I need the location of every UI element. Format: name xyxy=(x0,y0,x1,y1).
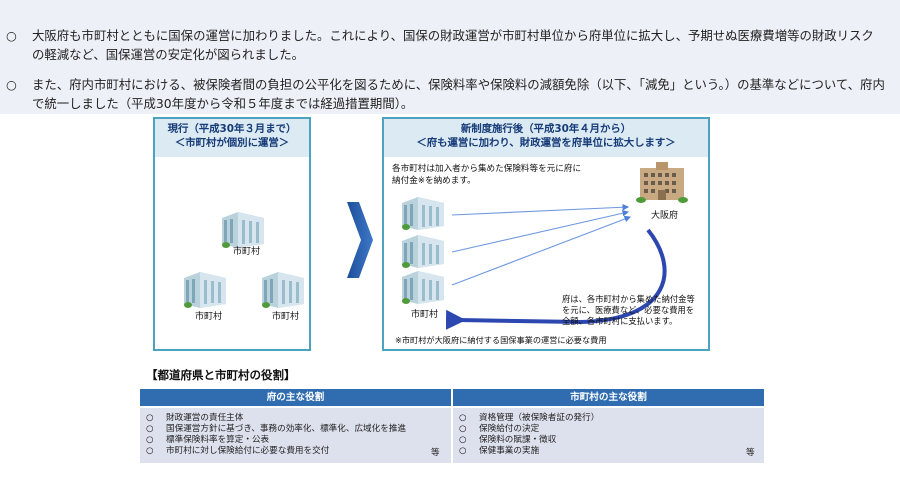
municipality-role-header: 市町村の主な役割 xyxy=(453,389,764,406)
disbursement-note-line-2: を元に、医療費など、必要な費用を xyxy=(562,305,695,315)
payment-arrow xyxy=(451,210,630,253)
bullet-marker: ○ xyxy=(146,424,154,434)
bullet-marker: ○ xyxy=(459,424,467,434)
payment-note: 各市町村は加入者から集めた保険料等を元に府に 納付金※を納めます。 xyxy=(392,163,581,187)
etc-label: 等 xyxy=(431,448,440,458)
intro-bullet-1: ○ 大阪府も市町村とともに国保の運営に加わりました。これにより、国保の財政運営が… xyxy=(6,26,886,64)
list-item: ○ 財政運営の責任主体 xyxy=(146,413,243,424)
disbursement-note: 府は、各市町村から集めた納付金等 を元に、医療費など、必要な費用を 全額、各市町… xyxy=(562,294,695,327)
list-item: ○ 市町村に対し保険給付に必要な費用を交付 xyxy=(146,446,329,457)
payment-arrow xyxy=(451,215,632,286)
list-item: ○ 保険給付の決定 xyxy=(459,424,539,435)
new-system-subtitle: ＜府も運営に加わり、財政運営を府単位に拡大します＞ xyxy=(416,137,676,149)
new-system-header: 新制度施行後（平成30年４月から） ＜府も運営に加わり、財政運営を府単位に拡大し… xyxy=(384,119,708,157)
etc-label: 等 xyxy=(746,448,755,458)
list-item-text: 国保運営方針に基づき、事務の効率化、標準化、広域化を推進 xyxy=(166,424,407,434)
intro-bullet-text-2: また、府内市町村における、被保険者間の負担の公平化を図るために、保険料率や保険料… xyxy=(32,77,885,111)
bullet-marker: ○ xyxy=(146,435,154,445)
municipality-label: 市町村 xyxy=(233,247,261,257)
bullet-marker: ○ xyxy=(6,77,17,92)
payment-note-line-1: 各市町村は加入者から集めた保険料等を元に府に xyxy=(392,164,582,174)
list-item-text: 市町村に対し保険給付に必要な費用を交付 xyxy=(166,446,330,456)
list-item-text: 保険給付の決定 xyxy=(479,424,540,434)
list-item-text: 保険料の賦課・徴収 xyxy=(479,435,557,445)
list-item-text: 財政運営の責任主体 xyxy=(166,413,244,423)
current-system-panel: 現行（平成30年３月まで） ＜市町村が個別に運営＞ xyxy=(153,117,311,351)
disbursement-arrow xyxy=(445,228,667,330)
intro-bullet-2: ○ また、府内市町村における、被保険者間の負担の公平化を図るために、保険料率や保… xyxy=(6,75,886,113)
list-item-text: 標準保険料率を算定・公表 xyxy=(166,435,270,445)
municipality-building-icon xyxy=(184,272,226,308)
bullet-marker: ○ xyxy=(146,413,154,423)
municipality-building-icon xyxy=(262,272,304,308)
bullet-marker: ○ xyxy=(459,413,467,423)
municipality-building-icon xyxy=(402,271,444,304)
list-item: ○ 資格管理（被保険者証の発行） xyxy=(459,413,599,424)
municipality-role-list: ○ 資格管理（被保険者証の発行） ○ 保険給付の決定 ○ 保険料の賦課・徴収 ○ 保健事… xyxy=(453,408,764,463)
current-system-header: 現行（平成30年３月まで） ＜市町村が個別に運営＞ xyxy=(155,119,309,157)
prefecture-building-icon xyxy=(636,162,688,203)
municipality-label: 市町村 xyxy=(272,312,300,322)
list-item-text: 保健事業の実施 xyxy=(479,446,540,456)
prefecture-label: 大阪府 xyxy=(651,211,679,221)
bullet-marker: ○ xyxy=(6,28,17,43)
current-system-title: 現行（平成30年３月まで） xyxy=(167,123,297,135)
flow-arrows xyxy=(445,203,667,330)
bullet-marker: ○ xyxy=(459,446,467,456)
payment-note-line-2: 納付金※を納めます。 xyxy=(392,176,476,186)
footnote: ※市町村が大阪府に納付する国保事業の運営に必要な費用 xyxy=(395,335,607,345)
disbursement-note-line-3: 全額、各市町村に支払います。 xyxy=(562,316,678,326)
bullet-marker: ○ xyxy=(459,435,467,445)
intro-bullet-text-1: 大阪府も市町村とともに国保の運営に加わりました。これにより、国保の財政運営が市町… xyxy=(32,28,874,62)
roles-section-title: 【都道府県と市町村の役割】 xyxy=(146,368,296,382)
municipality-building-icon xyxy=(402,197,444,230)
list-item: ○ 保健事業の実施 xyxy=(459,446,539,457)
list-item: ○ 保険料の賦課・徴収 xyxy=(459,435,556,446)
payment-arrow xyxy=(451,203,630,216)
bullet-marker: ○ xyxy=(146,446,154,456)
municipality-building-icon xyxy=(402,235,444,268)
municipality-building-icon xyxy=(222,212,264,248)
transition-arrow-icon xyxy=(347,202,373,278)
prefecture-role-list: ○ 財政運営の責任主体 ○ 国保運営方針に基づき、事務の効率化、標準化、広域化を推進… xyxy=(140,408,451,463)
disbursement-note-line-1: 府は、各市町村から集めた納付金等 xyxy=(562,294,695,304)
new-system-panel: 新制度施行後（平成30年４月から） ＜府も運営に加わり、財政運営を府単位に拡大し… xyxy=(382,117,710,351)
current-system-subtitle: ＜市町村が個別に運営＞ xyxy=(174,137,290,149)
municipality-label: 市町村 xyxy=(195,312,223,322)
new-system-title: 新制度施行後（平成30年４月から） xyxy=(460,123,632,135)
intro-section: ○ 大阪府も市町村とともに国保の運営に加わりました。これにより、国保の財政運営が… xyxy=(0,0,900,114)
list-item-text: 資格管理（被保険者証の発行） xyxy=(479,413,600,423)
prefecture-role-header: 府の主な役割 xyxy=(140,389,451,406)
list-item: ○ 標準保険料率を算定・公表 xyxy=(146,435,269,446)
municipality-label: 市町村 xyxy=(411,310,439,320)
roles-table: 府の主な役割 市町村の主な役割 ○ 財政運営の責任主体 ○ 国保運営方針に基づき、事… xyxy=(140,389,764,463)
list-item: ○ 国保運営方針に基づき、事務の効率化、標準化、広域化を推進 xyxy=(146,424,406,435)
